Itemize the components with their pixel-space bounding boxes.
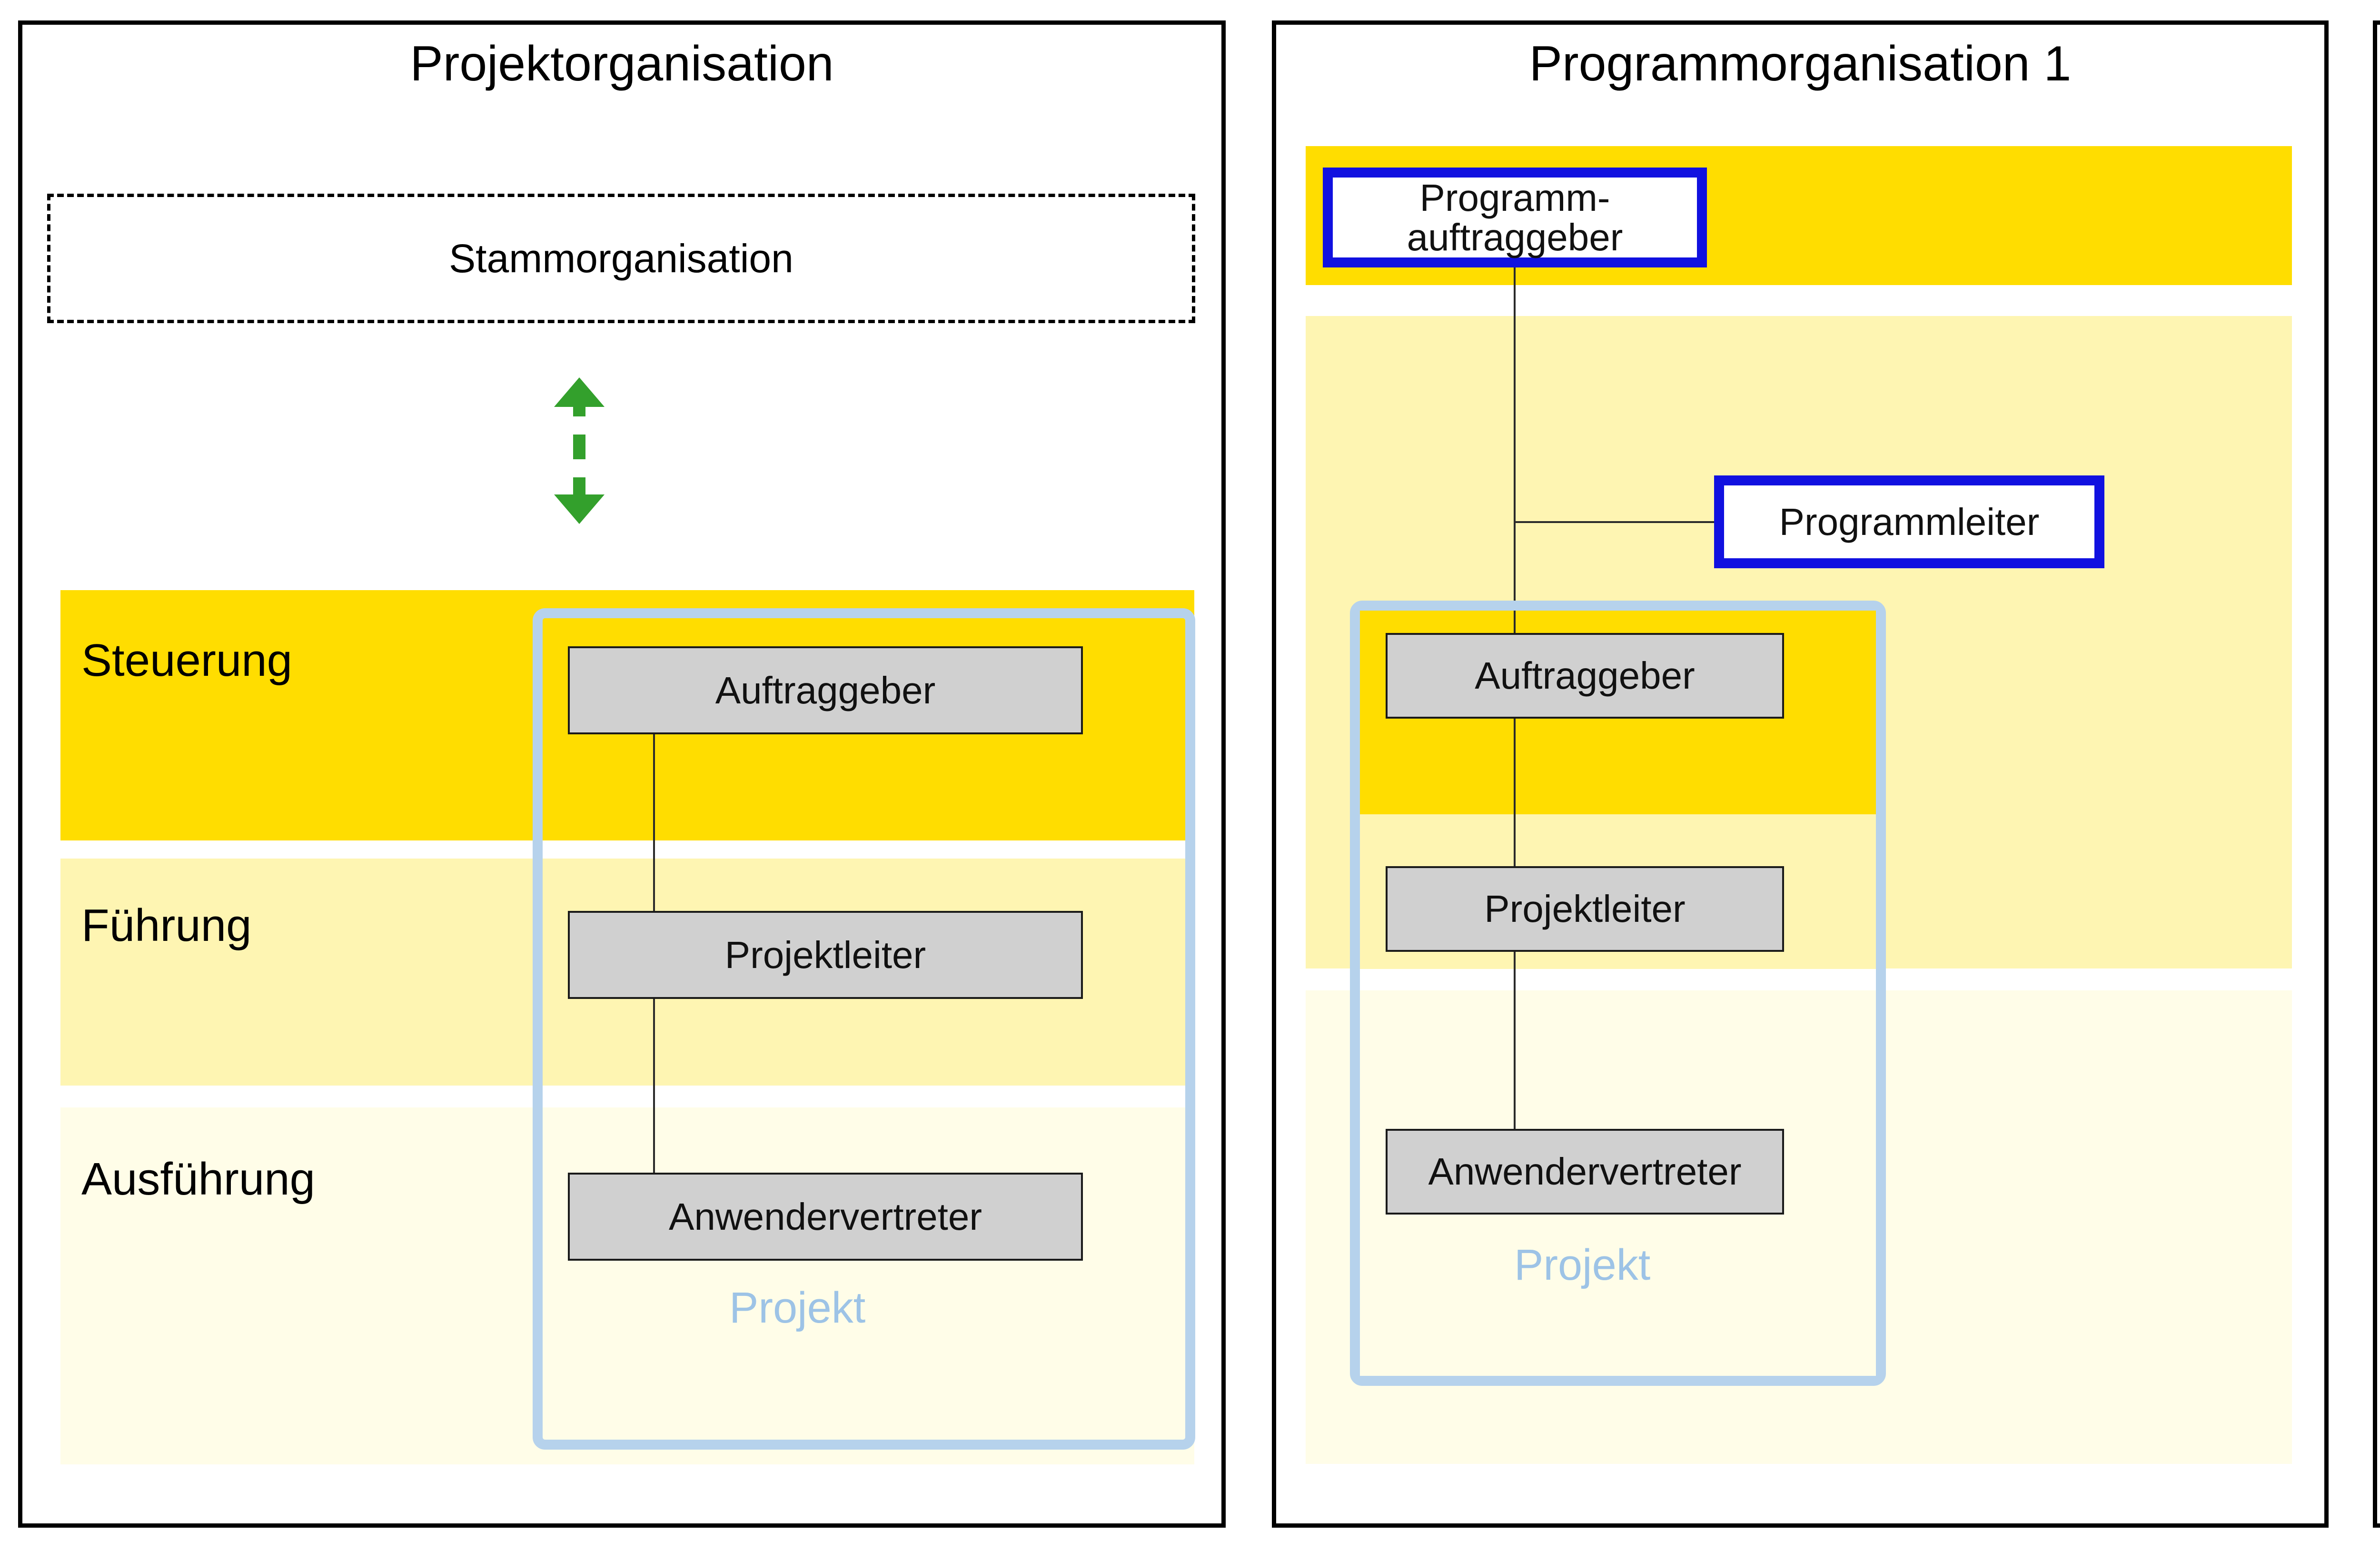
panel-title-1: Projektorganisation bbox=[410, 36, 834, 91]
panel-projektorganisation: Projektorganisation Stammorganisation St… bbox=[18, 20, 1226, 1528]
program-box-line2: auftraggeber bbox=[1407, 216, 1623, 258]
role-label: Projektleiter bbox=[724, 933, 926, 976]
role-label: Auftraggeber bbox=[715, 669, 936, 711]
program-box-programmleiter-2: Programmleiter bbox=[1714, 475, 2104, 568]
green-double-arrow-icon bbox=[534, 375, 625, 527]
role-label: Auftraggeber bbox=[1475, 654, 1695, 697]
band-label-ausfuehrung-1: Ausführung bbox=[81, 1154, 316, 1205]
role-label: Anwendervertreter bbox=[1428, 1150, 1742, 1193]
connector-projektleiter-anwender-1 bbox=[653, 985, 655, 1185]
role-box-projektleiter-2: Projektleiter bbox=[1386, 866, 1784, 952]
role-label: Projektleiter bbox=[1484, 888, 1686, 930]
role-box-projektleiter-1: Projektleiter bbox=[568, 911, 1083, 999]
role-box-anwendervertreter-2: Anwendervertreter bbox=[1386, 1129, 1784, 1215]
band-ausfuehrung-1 bbox=[60, 1107, 1194, 1464]
projekt-label-1: Projekt bbox=[729, 1284, 866, 1332]
panel-programmorganisation-2: Programmorganisation 2 Steuerung Führung… bbox=[2373, 20, 2380, 1528]
role-label: Anwendervertreter bbox=[668, 1195, 982, 1238]
program-box-text: Programm- auftraggeber bbox=[1407, 178, 1623, 257]
panel-programmorganisation-1: Programmorganisation 1 Programm- auftrag… bbox=[1272, 20, 2329, 1528]
program-box-text: Programmleiter bbox=[1779, 500, 2040, 543]
projekt-frame-2 bbox=[1350, 601, 1886, 1386]
role-box-auftraggeber-2: Auftraggeber bbox=[1386, 633, 1784, 719]
stammorganisation-box: Stammorganisation bbox=[47, 194, 1195, 323]
role-box-anwendervertreter-1: Anwendervertreter bbox=[568, 1173, 1083, 1261]
band-label-steuerung-1: Steuerung bbox=[81, 635, 293, 686]
program-box-line1: Programm- bbox=[1419, 176, 1610, 219]
connector-to-programmleiter-2 bbox=[1514, 521, 1714, 523]
panel-title-2: Programmorganisation 1 bbox=[1529, 36, 2072, 91]
projekt-label-2: Projekt bbox=[1514, 1241, 1651, 1289]
projekt-frame-1 bbox=[533, 608, 1195, 1450]
panel-title-3: Programmorganisation 2 bbox=[2377, 39, 2380, 89]
connector-auftraggeber-projektleiter-1 bbox=[653, 733, 655, 933]
band-label-fuehrung-1: Führung bbox=[81, 900, 252, 951]
program-box-programmauftraggeber-2: Programm- auftraggeber bbox=[1323, 168, 1707, 267]
role-box-auftraggeber-1: Auftraggeber bbox=[568, 646, 1083, 734]
stammorganisation-label: Stammorganisation bbox=[449, 236, 793, 281]
